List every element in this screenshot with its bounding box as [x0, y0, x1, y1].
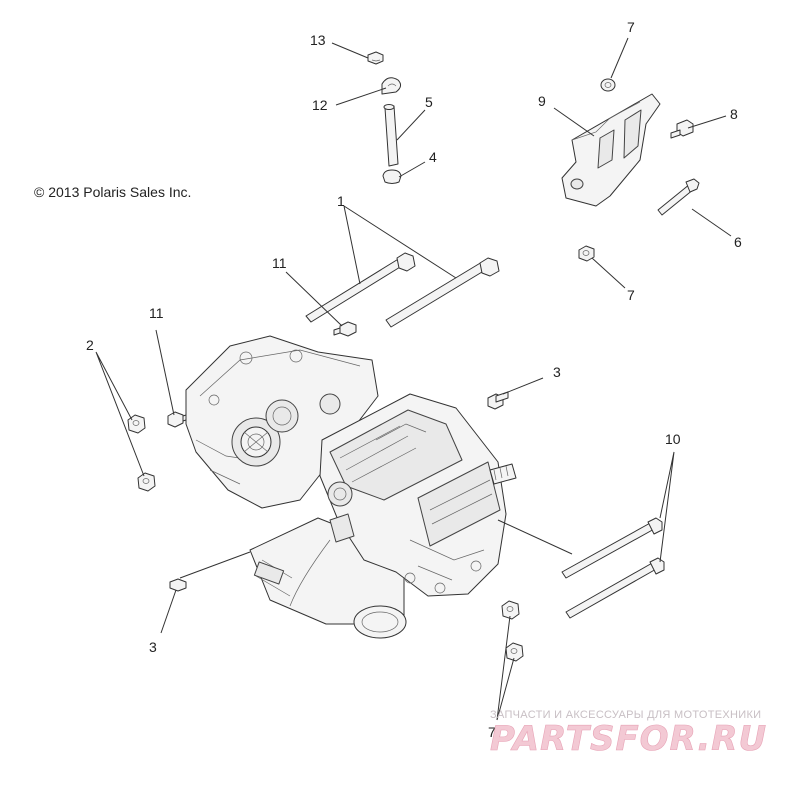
part-7-nut-bottom-a: [501, 600, 520, 620]
callout-5: 5: [425, 94, 433, 110]
callout-11-left: 11: [149, 305, 164, 321]
watermark-brand: PARTSFOR.RU: [490, 719, 767, 759]
part-1-bolt-b: [385, 257, 500, 328]
callout-10: 10: [665, 431, 681, 447]
callout-11-upper: 11: [272, 255, 287, 271]
part-5-dowel: [383, 104, 399, 167]
callout-12: 12: [312, 97, 328, 113]
callout-6: 6: [734, 234, 742, 250]
copyright-text: © 2013 Polaris Sales Inc.: [34, 184, 191, 200]
watermark: ЗАПЧАСТИ И АКСЕССУАРЫ ДЛЯ МОТОТЕХНИКИ PA…: [490, 709, 767, 759]
callout-3-left: 3: [149, 639, 157, 655]
callout-2: 2: [86, 337, 94, 353]
part-7-nut-mid: [578, 245, 595, 262]
part-9-bracket: [561, 93, 661, 207]
callout-4: 4: [429, 149, 437, 165]
part-1-bolt-a: [305, 252, 416, 323]
part-11-screw-upper: [333, 321, 357, 337]
part-7-nut-top: [600, 78, 616, 92]
callout-13: 13: [310, 32, 326, 48]
callout-7-mid: 7: [627, 287, 635, 303]
part-4-nut: [382, 169, 402, 184]
callout-8: 8: [730, 106, 738, 122]
part-3-pin-left: [169, 578, 187, 592]
callout-9: 9: [538, 93, 546, 109]
watermark-subtitle: ЗАПЧАСТИ И АКСЕССУАРЫ ДЛЯ МОТОТЕХНИКИ: [490, 709, 761, 721]
leader-lines: [95, 37, 732, 721]
callout-1: 1: [337, 193, 345, 209]
callout-7-bottom: 7: [488, 724, 496, 740]
part-2-nut-lower: [137, 472, 156, 492]
callout-3-right: 3: [553, 364, 561, 380]
part-13-screw: [367, 51, 384, 65]
part-10-bolt-a: [561, 517, 663, 579]
part-6-bolt: [657, 178, 700, 216]
part-3-pin-right: [487, 391, 509, 410]
callout-labels: 13 12 5 4 7 9 8 6 7 1 11 11 2 3 10 3 7: [86, 19, 742, 740]
part-7-nut-bottom-b: [505, 642, 524, 662]
callout-7-top: 7: [627, 19, 635, 35]
part-12-clip: [381, 77, 402, 95]
gearbox-assembly: [185, 335, 517, 639]
part-8-bolt: [670, 119, 694, 139]
